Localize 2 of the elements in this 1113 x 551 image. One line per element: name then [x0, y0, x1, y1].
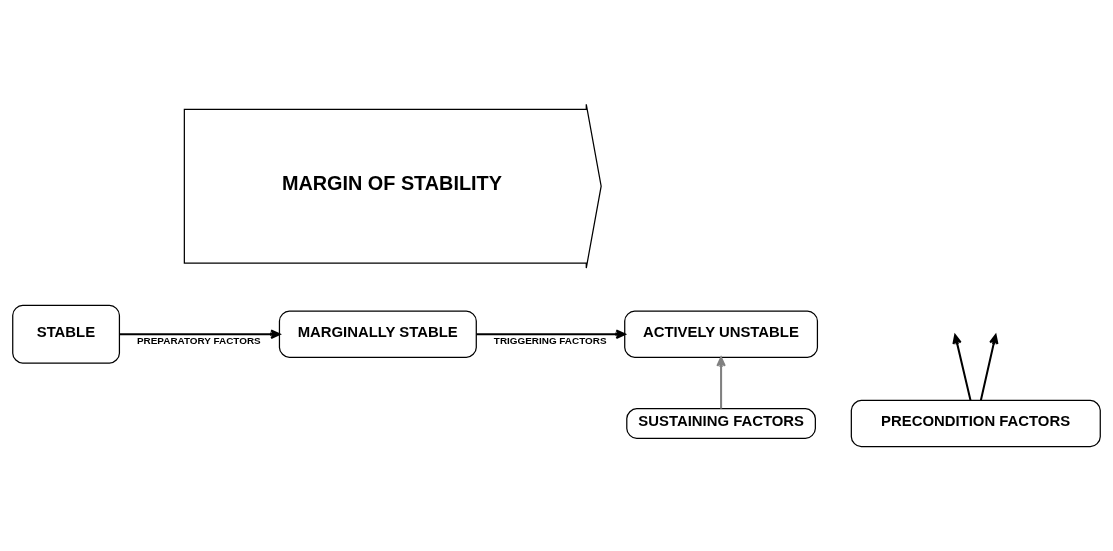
edge-label: PREPARATORY FACTORS — [137, 334, 261, 346]
edge-label: TRIGGERING FACTORS — [493, 334, 607, 346]
